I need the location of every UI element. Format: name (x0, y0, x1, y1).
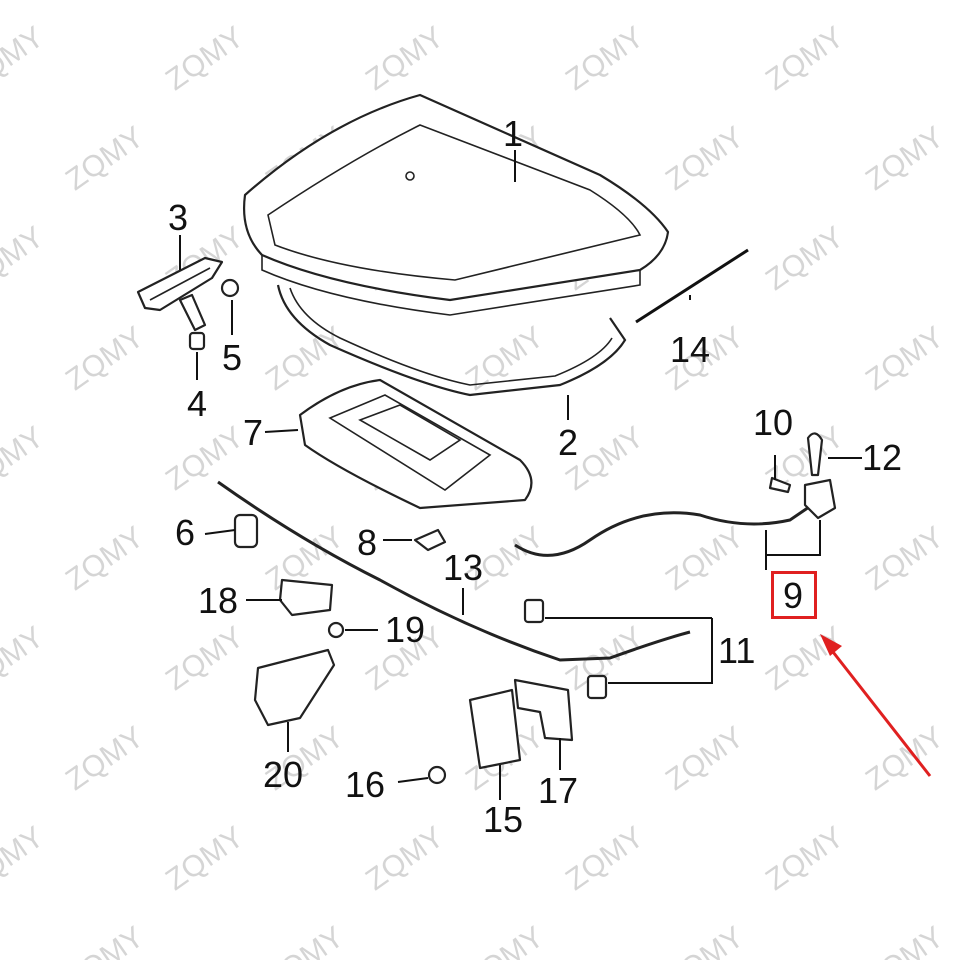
callout-14: 14 (670, 329, 711, 370)
hood-latch (803, 478, 837, 520)
callout-13: 13 (443, 547, 484, 588)
callout-18: 18 (198, 580, 239, 621)
callout-15: 15 (483, 799, 524, 840)
bumper-6-icon (233, 513, 259, 549)
callout-16: 16 (345, 764, 386, 805)
highlight-arrow (820, 634, 932, 777)
latch-cable (514, 503, 813, 557)
bolt-10-icon (768, 476, 792, 494)
callout-4: 4 (187, 383, 208, 424)
callout-9: 9 (783, 575, 804, 616)
bolt-5-icon (220, 278, 240, 298)
hood-seal (276, 284, 627, 397)
callout-9-highlight-box (771, 571, 817, 619)
latch-bracket-15 (468, 688, 522, 770)
bracket-18 (278, 578, 334, 617)
bolt-19-icon (327, 621, 345, 639)
plate-17 (513, 678, 574, 742)
bolt-16-icon (427, 765, 447, 785)
bracket-20 (253, 648, 336, 727)
callout-6: 6 (175, 512, 196, 553)
hood-panel (243, 93, 670, 316)
callout-5: 5 (222, 337, 243, 378)
hood-insulator (298, 378, 533, 510)
pin-12-icon (806, 432, 824, 477)
callout-12: 12 (862, 437, 903, 478)
clip-11b-icon (586, 674, 608, 700)
callout-3: 3 (168, 197, 189, 238)
hood-hinge (136, 256, 224, 332)
callout-17: 17 (538, 770, 579, 811)
callout-11: 11 (718, 630, 756, 671)
callout-7: 7 (243, 412, 264, 453)
prop-rod (635, 248, 749, 324)
clip-11a-icon (523, 598, 545, 624)
nut-4-icon (188, 331, 206, 351)
callout-1: 1 (503, 113, 524, 154)
callout-2: 2 (558, 422, 579, 463)
callout-20: 20 (263, 754, 304, 795)
callout-19: 19 (385, 609, 426, 650)
leader-lines (179, 150, 862, 800)
release-cable (217, 480, 691, 662)
clip-8-icon (413, 528, 447, 552)
callout-8: 8 (357, 522, 378, 563)
callout-10: 10 (753, 402, 794, 443)
